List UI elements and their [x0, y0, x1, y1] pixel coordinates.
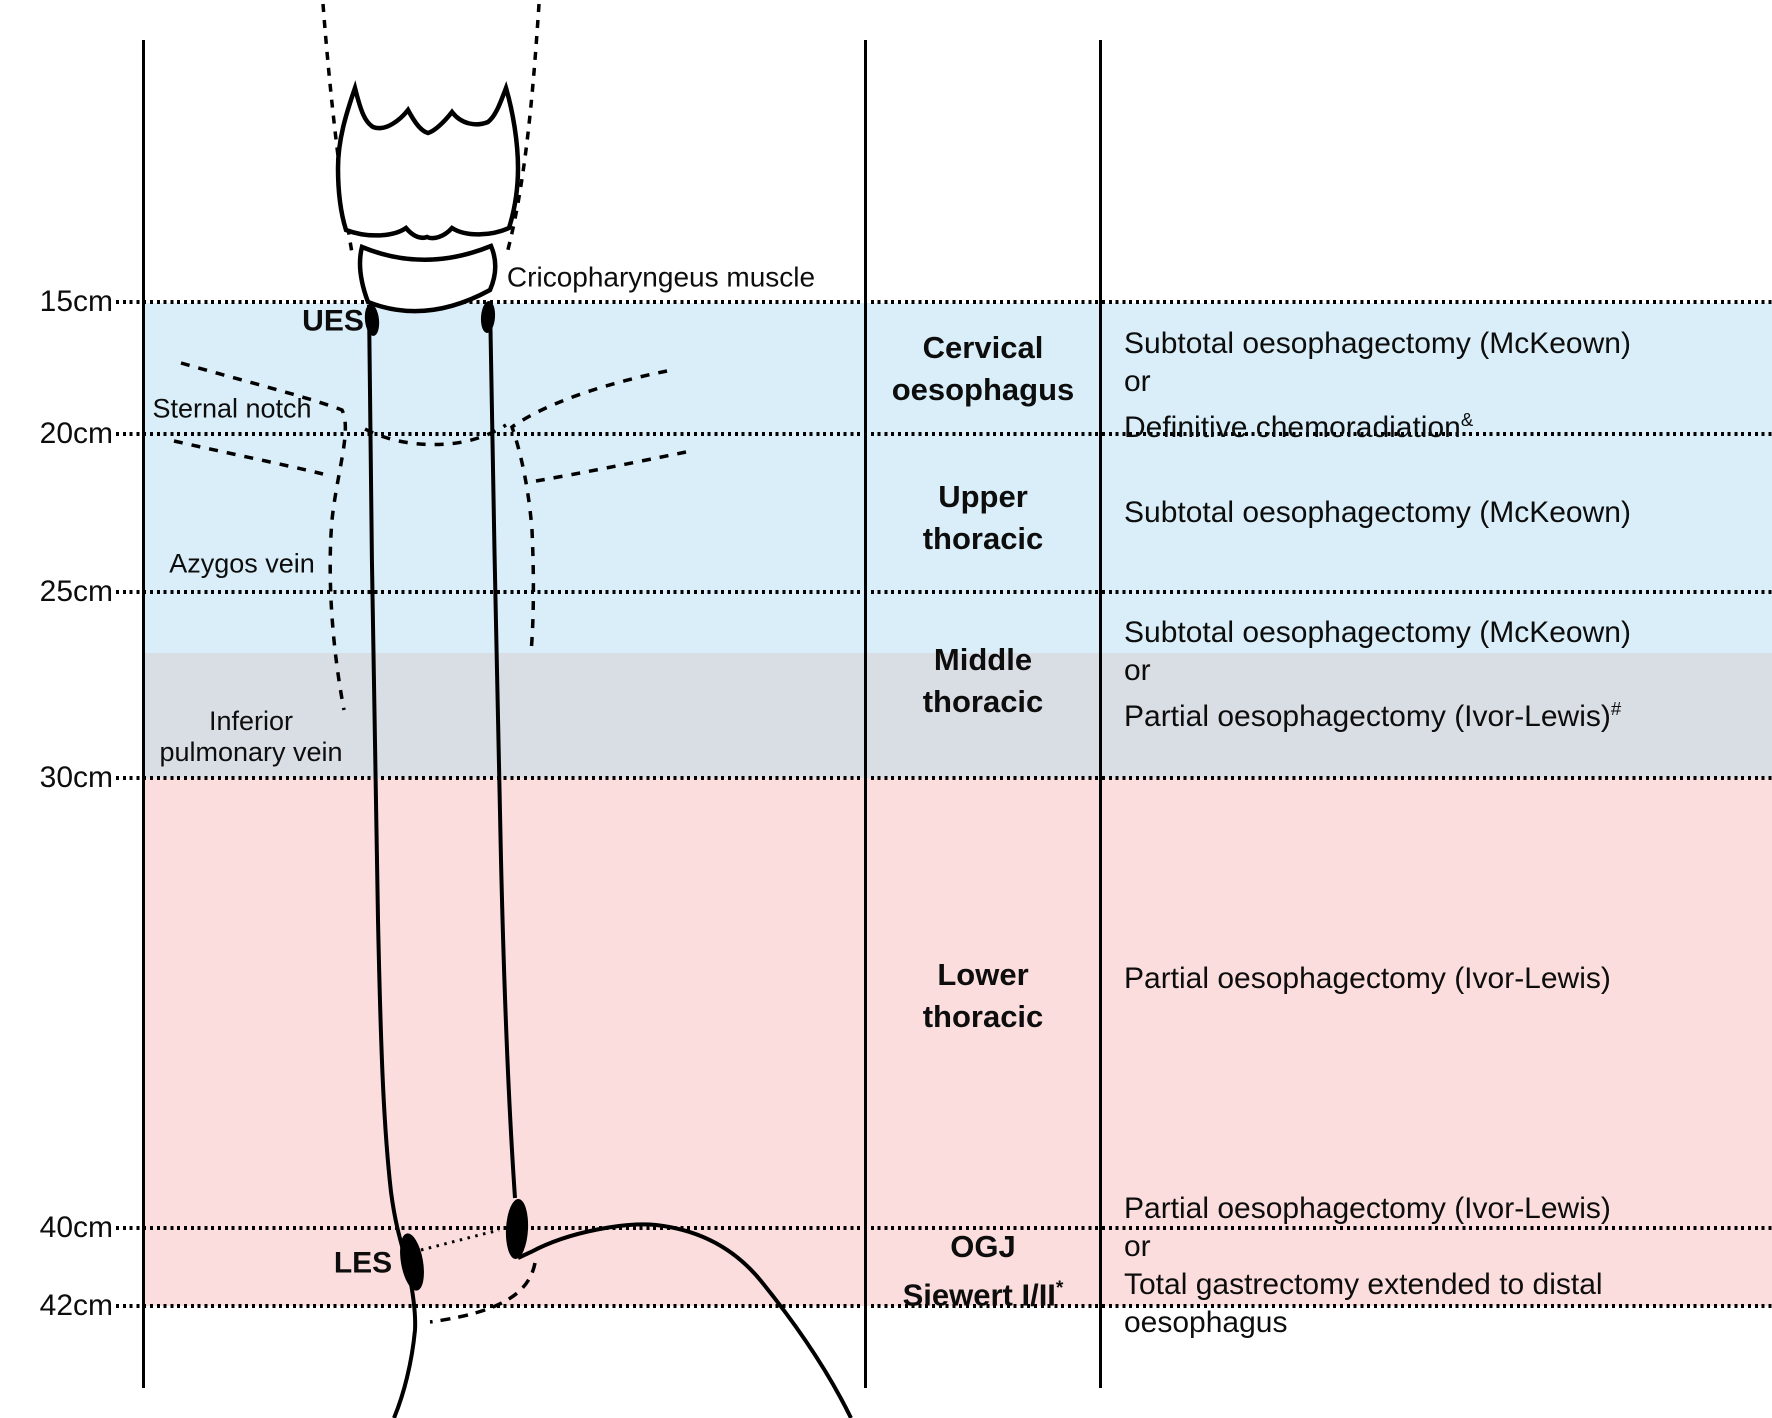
oesophagus-left-wall [367, 304, 418, 1418]
clavicle-left-upper-dashed [180, 361, 348, 711]
treatment-line: Subtotal oesophagectomy (McKeown) [1124, 496, 1631, 529]
region-ogj-footnote-mark: * [1055, 1278, 1064, 1299]
region-label-ogj: OGJ Siewert I/II* [867, 1226, 1099, 1316]
ues-sphincter-left-mark [364, 304, 380, 336]
stomach-fundus-curve [517, 1222, 853, 1418]
les-sphincter-right-mark [505, 1199, 529, 1259]
band-cervical-upper-blue [144, 303, 1772, 653]
pharynx-dashed-right [504, 3, 541, 258]
les-sphincter-left-mark [400, 1233, 424, 1291]
vertical-line-left [142, 40, 145, 1388]
treatment-line: or [1124, 654, 1151, 687]
pharynx-dashed-left [321, 3, 354, 254]
ruler-label-30cm: 30cm [39, 761, 113, 794]
clavicle-left-lower-dashed [173, 439, 324, 476]
oesophagus-right-wall [488, 301, 517, 1199]
ogj-dashed-curve [429, 1262, 537, 1324]
treatment-middle-thoracic: Subtotal oesophagectomy (McKeown) or Par… [1124, 614, 1764, 736]
inferior-pulmonary-vein-line1: Inferior [208, 706, 294, 736]
region-lower-line2: thoracic [922, 999, 1044, 1034]
treatment-upper-thoracic: Subtotal oesophagectomy (McKeown) [1124, 494, 1764, 532]
region-label-cervical: Cervical oesophagus [867, 327, 1099, 411]
region-middle-line1: Middle [933, 642, 1033, 677]
treatment-line: Total gastrectomy extended to distal oes… [1124, 1268, 1603, 1339]
suprasternal-notch-dashed [364, 423, 507, 447]
clavicle-right-upper-dashed [509, 369, 668, 654]
region-ogj-line2: Siewert I/II* [867, 1268, 1099, 1316]
treatment-line: Partial oesophagectomy (Ivor-Lewis) [1124, 1192, 1611, 1225]
region-lower-line1: Lower [937, 957, 1029, 992]
region-cervical-line2: oesophagus [891, 372, 1075, 407]
region-middle-line2: thoracic [922, 684, 1044, 719]
region-label-lower-thoracic: Lower thoracic [867, 954, 1099, 1038]
sternal-notch-label: Sternal notch [152, 393, 312, 424]
ruler-label-42cm: 42cm [39, 1289, 113, 1322]
vertical-line-region-left [864, 40, 867, 1388]
region-label-upper-thoracic: Upper thoracic [867, 476, 1099, 560]
treatment-cervical: Subtotal oesophagectomy (McKeown) or Def… [1124, 317, 1764, 447]
cricoid-cartilage [357, 243, 498, 314]
region-upper-line2: thoracic [922, 521, 1044, 556]
region-cervical-line1: Cervical [922, 330, 1044, 365]
ruler-label-15cm: 15cm [39, 285, 113, 318]
dotted-line-42cm [116, 1304, 1772, 1308]
ues-label: UES [302, 304, 364, 338]
treatment-line: or [1124, 365, 1151, 398]
treatment-line: Subtotal oesophagectomy (McKeown) [1124, 327, 1631, 360]
treatment-line: Subtotal oesophagectomy (McKeown) [1124, 616, 1631, 649]
treatment-ogj: Partial oesophagectomy (Ivor-Lewis) or T… [1124, 1190, 1764, 1342]
thyroid-cartilage [335, 80, 521, 241]
inferior-pulmonary-vein-line2: pulmonary vein [159, 737, 343, 767]
dotted-line-30cm [116, 776, 1772, 780]
treatment-line: Partial oesophagectomy (Ivor-Lewis)# [1124, 698, 1622, 733]
ogj-z-line-dotted [420, 1228, 500, 1252]
treatment-lower-thoracic: Partial oesophagectomy (Ivor-Lewis) [1124, 960, 1764, 998]
region-ogj-line2-text: Siewert I/II [902, 1277, 1056, 1313]
inferior-pulmonary-vein-label: Inferior pulmonary vein [159, 706, 342, 768]
band-lower-pink [144, 778, 1772, 1306]
ues-sphincter-right-mark [480, 301, 496, 333]
dotted-line-15cm [116, 300, 1772, 304]
region-label-middle-thoracic: Middle thoracic [867, 639, 1099, 723]
cricopharyngeus-label: Cricopharyngeus muscle [506, 261, 816, 293]
band-middle-grey [144, 653, 1772, 778]
ruler-label-20cm: 20cm [39, 417, 113, 450]
treatment-line: Partial oesophagectomy (Ivor-Lewis) [1124, 962, 1611, 995]
dotted-line-20cm [116, 432, 1772, 436]
treatment-line: or [1124, 1230, 1151, 1263]
azygos-vein-label: Azygos vein [169, 548, 315, 579]
dotted-line-25cm [116, 590, 1772, 594]
clavicle-right-lower-dashed [535, 450, 687, 483]
ruler-label-40cm: 40cm [39, 1211, 113, 1244]
les-label: LES [333, 1246, 393, 1280]
dotted-line-40cm [116, 1226, 1772, 1230]
region-upper-line1: Upper [938, 479, 1028, 514]
ruler-label-25cm: 25cm [39, 575, 113, 608]
region-ogj-line1: OGJ [950, 1229, 1016, 1264]
treatment-line: Definitive chemoradiation& [1124, 409, 1474, 444]
vertical-line-region-right [1099, 40, 1102, 1388]
